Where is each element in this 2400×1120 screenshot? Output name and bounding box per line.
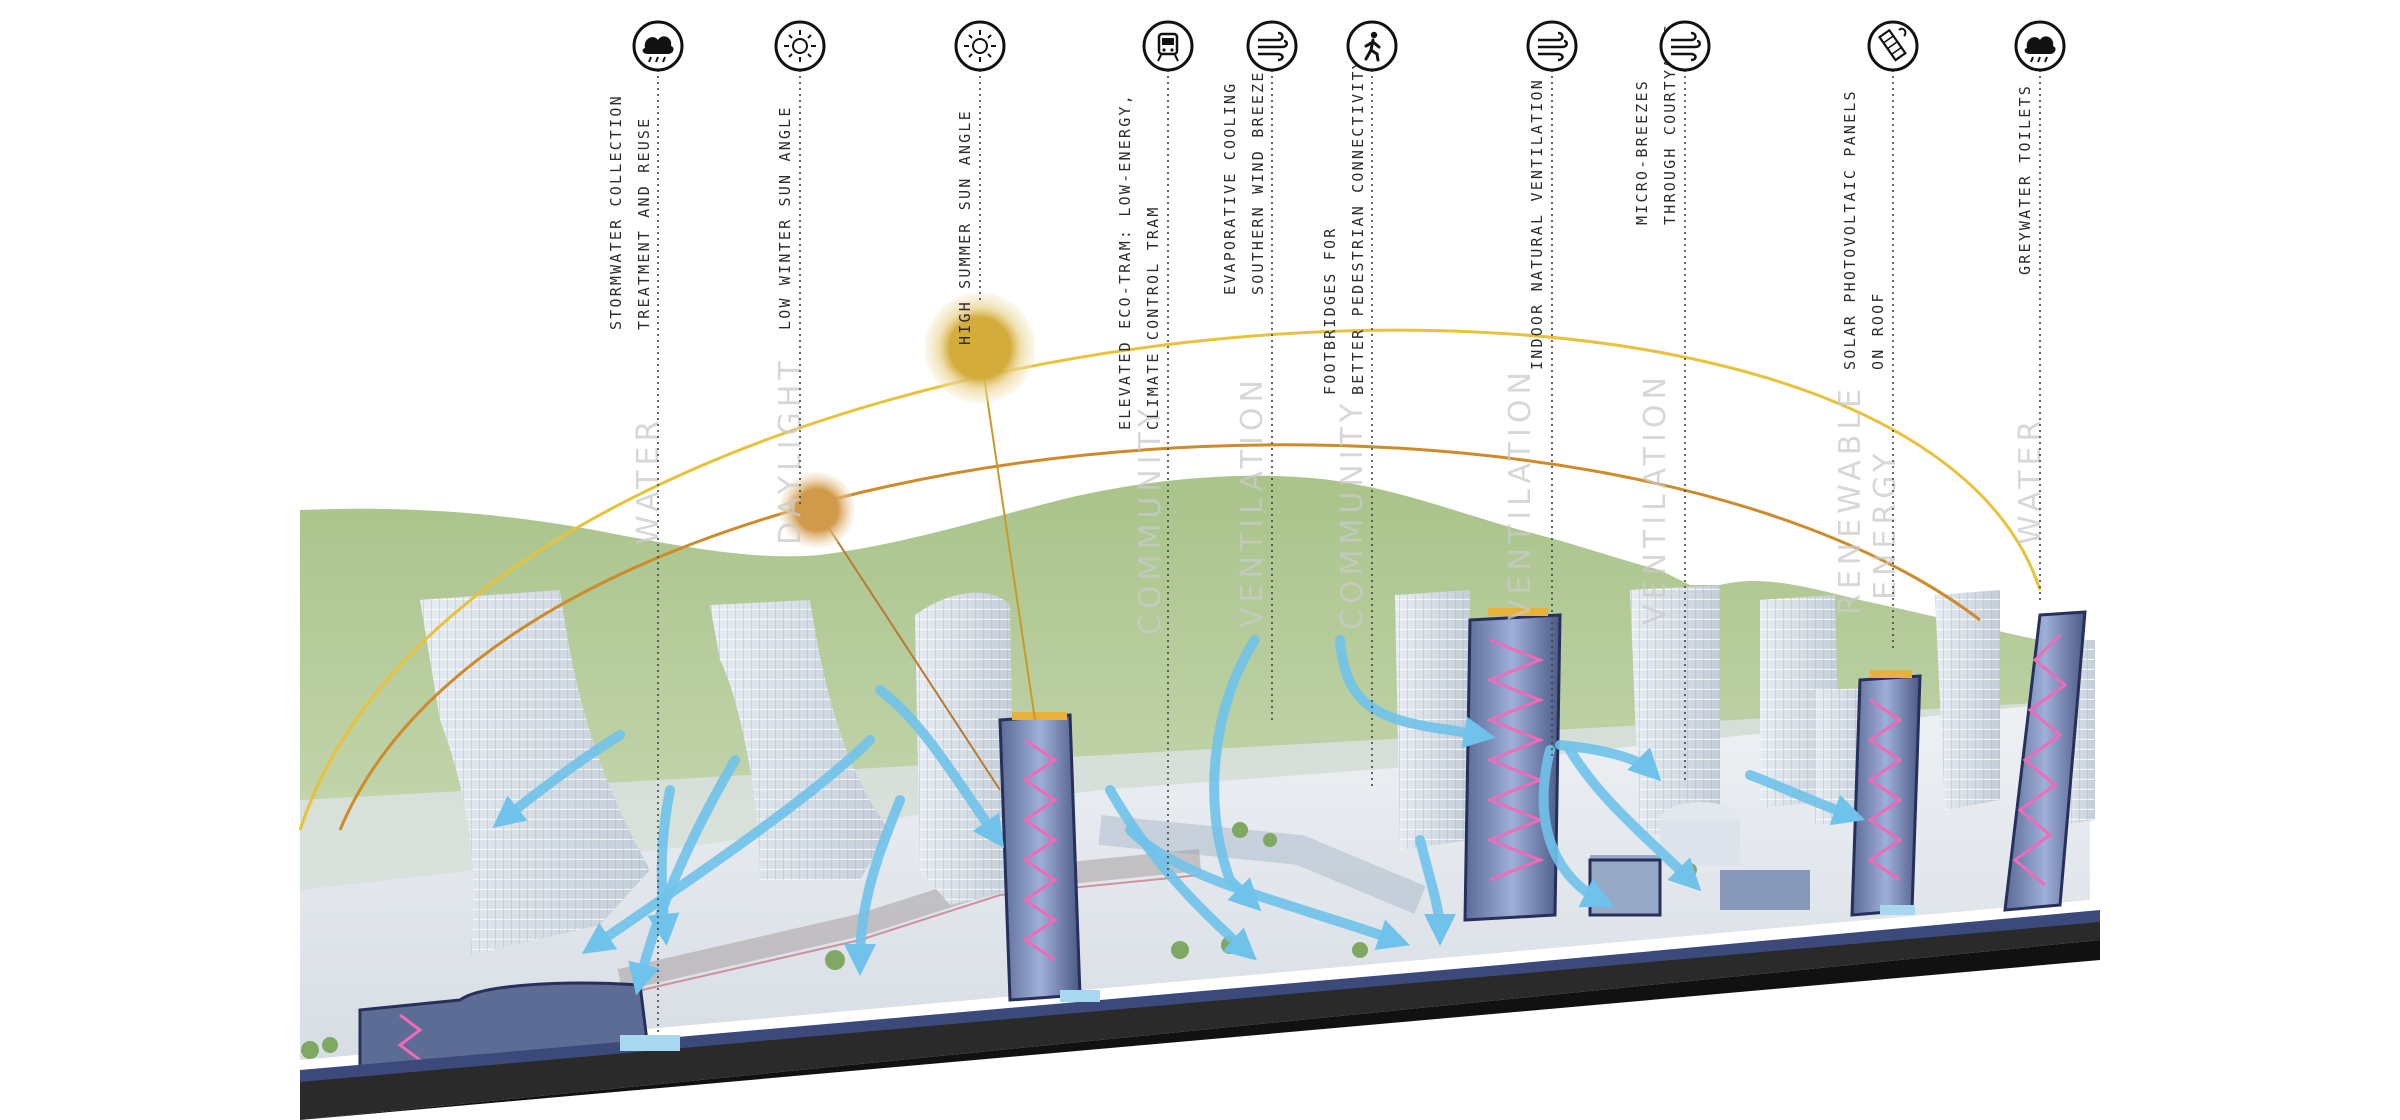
background-towers (420, 585, 2095, 955)
theme-label: COMMUNITY (1133, 404, 1168, 635)
theme-label: DAYLIGHT (773, 356, 808, 545)
annotation-line: LOW WINTER SUN ANGLE (776, 105, 794, 330)
summer-sun (925, 293, 1035, 403)
annotation-line: THROUGH COURTYARDS (1661, 23, 1679, 225)
tram-icon (1142, 20, 1194, 72)
pedestrian-icon (1346, 20, 1398, 72)
annotation-line: MICRO-BREEZES (1633, 79, 1651, 225)
theme-label: WATER (2013, 416, 2048, 545)
annotation-low-winter-sun: LOW WINTER SUN ANGLE (776, 105, 794, 330)
annotation-line: TREATMENT AND REUSE (635, 117, 653, 330)
annotation-line: FOOTBRIDGES FOR (1321, 227, 1339, 395)
sun-icon (774, 20, 826, 72)
annotation-line: SOLAR PHOTOVOLTAIC PANELS (1841, 89, 1859, 370)
annotation-evaporative-cooling: EVAPORATIVE COOLING SOUTHERN WIND BREEZE (1221, 70, 1267, 295)
theme-label: VENTILATION (1235, 375, 1270, 628)
annotation-greywater: GREYWATER TOILETS (2016, 84, 2034, 275)
sun-icon (954, 20, 1006, 72)
sectioned-towers (358, 608, 2087, 1082)
annotation-line: GREYWATER TOILETS (2016, 84, 2034, 275)
theme-words: WATER DAYLIGHT COMMUNITY VENTILATION COM… (631, 356, 2048, 635)
sun-path-arcs (298, 293, 2042, 831)
theme-label: ENERGY (1868, 449, 1903, 600)
annotation-footbridges: FOOTBRIDGES FOR BETTER PEDESTRIAN CONNEC… (1321, 58, 1367, 395)
annotation-micro-breezes: MICRO-BREEZES THROUGH COURTYARDS (1633, 23, 1679, 225)
annotation-line: SOUTHERN WIND BREEZE (1249, 70, 1267, 295)
solar-panel-icon (1867, 20, 1919, 72)
annotation-line: BETTER PEDESTRIAN CONNECTIVITY (1349, 58, 1367, 395)
wind-icon (1246, 20, 1298, 72)
ground-section (300, 905, 2100, 1120)
rain-cloud-icon (2014, 20, 2066, 72)
annotation-high-summer-sun: HIGH SUMMER SUN ANGLE (956, 109, 974, 345)
theme-label: VENTILATION (1503, 367, 1538, 620)
annotation-line: HIGH SUMMER SUN ANGLE (956, 109, 974, 345)
wind-icon (1659, 20, 1711, 72)
annotation-line: EVAPORATIVE COOLING (1221, 82, 1239, 295)
winter-sun-ray (816, 509, 1001, 791)
annotation-stormwater: STORMWATER COLLECTION TREATMENT AND REUS… (607, 94, 653, 330)
annotation-eco-tram: ELEVATED ECO-TRAM: LOW-ENERGY, CLIMATE C… (1116, 93, 1162, 430)
airflow-arrows (492, 635, 1866, 996)
summer-sun-arc (298, 328, 2042, 831)
annotation-indoor-ventilation: INDOOR NATURAL VENTILATION (1528, 78, 1546, 370)
icon-row (632, 20, 2066, 72)
theme-label: RENEWABLE (1833, 384, 1868, 615)
annotations: STORMWATER COLLECTION TREATMENT AND REUS… (607, 23, 2034, 430)
theme-label: COMMUNITY (1335, 399, 1370, 630)
annotation-line: INDOOR NATURAL VENTILATION (1528, 78, 1546, 370)
annotation-line: STORMWATER COLLECTION (607, 94, 625, 330)
leader-lines (657, 70, 2041, 1035)
annotation-line: ON ROOF (1869, 291, 1887, 370)
annotation-solar-panels: SOLAR PHOTOVOLTAIC PANELS ON ROOF (1841, 89, 1887, 370)
winter-sun (779, 472, 855, 548)
annotation-line: ELEVATED ECO-TRAM: LOW-ENERGY, (1116, 93, 1134, 430)
theme-label: VENTILATION (1638, 372, 1673, 625)
rain-cloud-icon (632, 20, 684, 72)
wind-icon (1526, 20, 1578, 72)
winter-sun-arc (338, 443, 1981, 831)
theme-label: WATER (631, 416, 666, 545)
summer-sun-ray (979, 349, 1036, 721)
annotation-line: CLIMATE CONTROL TRAM (1144, 205, 1162, 430)
